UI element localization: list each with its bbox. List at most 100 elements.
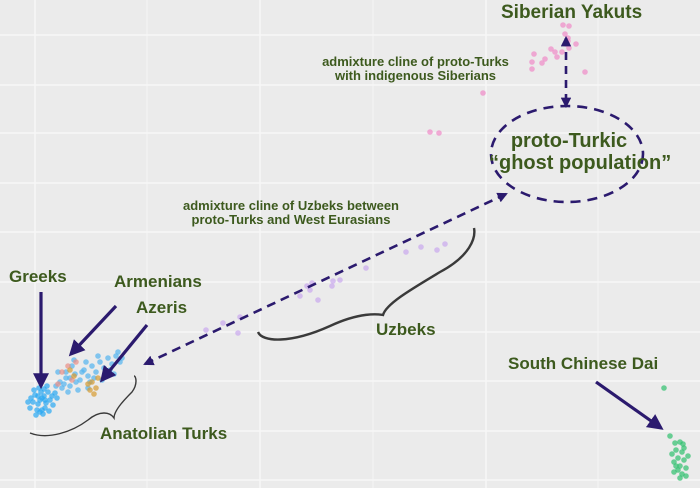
data-point <box>61 381 67 387</box>
data-point <box>337 277 343 283</box>
label-anatolian-turks: Anatolian Turks <box>100 424 228 443</box>
label-south-chinese-dai: South Chinese Dai <box>508 354 659 373</box>
data-point <box>28 395 34 401</box>
data-point <box>673 447 679 453</box>
data-point <box>542 56 548 62</box>
ghost-line2: “ghost population” <box>489 152 672 174</box>
siberian-cline-line2: with indigenous Siberians <box>334 68 497 84</box>
data-point <box>25 399 31 405</box>
data-point <box>34 407 40 413</box>
label-uzbeks: Uzbeks <box>376 320 436 339</box>
data-point <box>672 440 678 446</box>
data-point <box>35 393 41 399</box>
data-point <box>669 451 675 457</box>
uzbek-cline-line1: admixture cline of Uzbeks between <box>182 198 399 213</box>
data-point <box>54 395 60 401</box>
data-point <box>42 397 48 403</box>
data-point <box>85 373 91 379</box>
data-point <box>434 247 440 253</box>
data-point <box>363 265 369 271</box>
data-point <box>566 45 572 51</box>
dai-arrow <box>595 380 664 430</box>
data-point <box>83 359 89 365</box>
data-point <box>529 59 535 65</box>
siberian-cline-line1: admixture cline of proto-Turks <box>322 54 509 69</box>
data-point <box>566 23 572 29</box>
label-greeks: Greeks <box>9 267 67 286</box>
data-point <box>105 355 111 361</box>
ghost-line1: proto-Turkic <box>510 130 628 152</box>
data-point <box>677 475 683 481</box>
data-point <box>683 465 689 471</box>
data-point <box>73 359 79 365</box>
data-point <box>671 469 677 475</box>
uzbek-cline-line2: proto-Turks and West Eurasians <box>191 212 391 228</box>
data-point <box>115 349 121 355</box>
data-point <box>307 287 313 293</box>
data-point <box>539 60 545 66</box>
data-point <box>111 371 117 377</box>
data-point <box>39 407 45 413</box>
data-point <box>79 369 85 375</box>
series-south-chinese-dai <box>661 385 691 481</box>
data-point <box>67 383 73 389</box>
data-point <box>529 66 535 72</box>
data-point <box>55 369 61 375</box>
data-point <box>75 387 81 393</box>
data-point <box>559 49 565 55</box>
data-point <box>552 49 558 55</box>
label-uzbek-cline: admixture cline of Uzbeks between proto-… <box>156 198 426 228</box>
data-point <box>582 69 588 75</box>
data-point <box>329 283 335 289</box>
data-point <box>27 405 33 411</box>
label-siberian-yakuts: Siberian Yakuts <box>501 2 643 23</box>
data-points <box>25 22 691 481</box>
data-point <box>573 41 579 47</box>
azeris-arrow <box>99 323 149 383</box>
data-point <box>667 433 673 439</box>
data-point <box>45 389 51 395</box>
data-point <box>330 278 336 284</box>
data-point <box>297 293 303 299</box>
anatolian-turks-brace <box>29 375 137 437</box>
armenians-arrow <box>68 304 118 357</box>
data-point <box>101 365 107 371</box>
data-point <box>220 320 226 326</box>
data-point <box>203 327 209 333</box>
data-point <box>89 363 95 369</box>
data-point <box>683 473 689 479</box>
data-point <box>91 391 97 397</box>
data-point <box>63 375 69 381</box>
data-point <box>436 130 442 136</box>
data-point <box>67 367 73 373</box>
data-point <box>418 244 424 250</box>
data-point <box>685 453 691 459</box>
data-point <box>403 249 409 255</box>
data-point <box>50 402 56 408</box>
label-siberian-cline: admixture cline of proto-Turks with indi… <box>308 54 523 84</box>
series-azeris <box>67 367 101 397</box>
data-point <box>93 369 99 375</box>
data-point <box>548 46 554 52</box>
data-point <box>65 389 71 395</box>
data-point <box>661 385 667 391</box>
data-point <box>531 51 537 57</box>
data-point <box>87 387 93 393</box>
label-azeris: Azeris <box>136 298 188 317</box>
data-point <box>562 31 568 37</box>
anatolia-ghost-arrow <box>143 192 508 366</box>
data-point <box>85 381 91 387</box>
data-point <box>55 381 61 387</box>
data-point <box>442 241 448 247</box>
data-point <box>554 54 560 60</box>
data-point <box>41 386 47 392</box>
data-point <box>33 412 39 418</box>
data-point <box>71 373 77 379</box>
data-point <box>673 463 679 469</box>
series-greeks <box>25 383 60 418</box>
data-point <box>681 457 687 463</box>
data-point <box>95 375 101 381</box>
data-point <box>95 353 101 359</box>
